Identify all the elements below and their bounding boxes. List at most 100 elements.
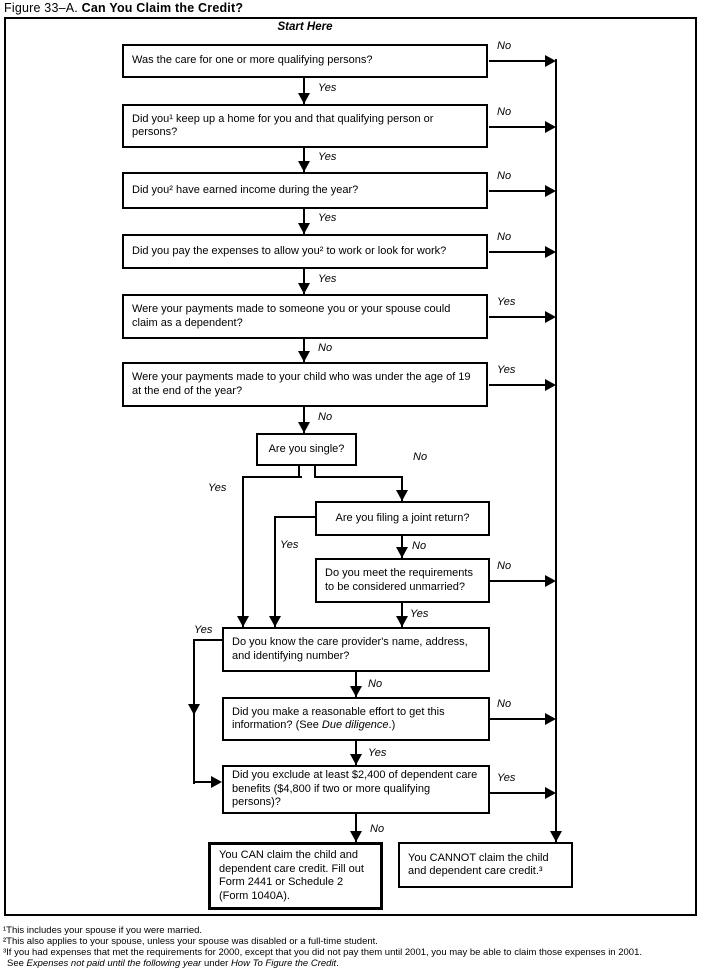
box-reasonable-effort: Did you make a reasonable effort to get … bbox=[222, 697, 490, 741]
connector-q1-q2 bbox=[303, 78, 305, 104]
box-pay-expenses: Did you pay the expenses to allow you² t… bbox=[122, 234, 488, 269]
box-keep-up-home: Did you¹ keep up a home for you and that… bbox=[122, 104, 488, 148]
arrowhead bbox=[545, 246, 556, 258]
arrowhead bbox=[188, 704, 200, 715]
connector-q7-yes-h bbox=[242, 476, 302, 478]
connector-collector-cannot bbox=[555, 59, 557, 842]
arrowhead bbox=[237, 616, 249, 627]
box-text: Are you single? bbox=[268, 442, 345, 455]
box-text: Did you pay the expenses to allow you² t… bbox=[132, 244, 447, 257]
no-label: No bbox=[318, 411, 333, 423]
arrowhead bbox=[298, 223, 310, 234]
arrowhead bbox=[350, 831, 362, 842]
connector-q3-q4 bbox=[303, 209, 305, 234]
arrowhead bbox=[350, 686, 362, 697]
yes-label: Yes bbox=[497, 772, 516, 784]
arrowhead bbox=[545, 379, 556, 391]
footnotes: ¹This includes your spouse if you were m… bbox=[3, 925, 718, 969]
box-payments-child-under-19: Were your payments made to your child wh… bbox=[122, 362, 488, 407]
box-text: Was the care for one or more qualifying … bbox=[132, 54, 373, 67]
connector-q7-no-stub bbox=[314, 466, 316, 478]
box-text: Do you meet the requirements to be consi… bbox=[325, 567, 473, 593]
box-text: Were your payments made to your child wh… bbox=[132, 371, 471, 397]
connector-q8-yes-h bbox=[274, 516, 315, 518]
connector-q7-no-v bbox=[401, 476, 403, 501]
connector-q5-yes bbox=[489, 316, 546, 318]
connector-q4-q5 bbox=[303, 269, 305, 294]
no-label: No bbox=[497, 170, 512, 182]
yes-label: Yes bbox=[208, 482, 227, 494]
arrowhead bbox=[545, 787, 556, 799]
yes-label: Yes bbox=[497, 364, 516, 376]
connector-q12-yes bbox=[490, 792, 546, 794]
connector-q11-q12 bbox=[355, 741, 357, 765]
arrowhead bbox=[545, 311, 556, 323]
box-text: You CANNOT claim the child and dependent… bbox=[408, 851, 549, 878]
no-label: No bbox=[497, 698, 512, 710]
arrowhead bbox=[298, 422, 310, 433]
arrowhead bbox=[545, 121, 556, 133]
connector-q12-can bbox=[355, 814, 357, 842]
box-result-cannot-claim: You CANNOT claim the child and dependent… bbox=[398, 842, 573, 888]
box-text: Were your payments made to someone you o… bbox=[132, 303, 451, 329]
connector-q8-yes-v bbox=[274, 516, 276, 627]
connector-q1-no bbox=[489, 60, 546, 62]
connector-q2-q3 bbox=[303, 148, 305, 172]
figure-heading: Can You Claim the Credit? bbox=[81, 1, 244, 15]
footnote-3: ³If you had expenses that met the requir… bbox=[3, 947, 643, 958]
arrowhead bbox=[298, 161, 310, 172]
connector-q3-no bbox=[489, 190, 546, 192]
no-label: No bbox=[412, 540, 427, 552]
connector-q10-yes-h1 bbox=[193, 639, 222, 641]
yes-label: Yes bbox=[318, 212, 337, 224]
yes-label: Yes bbox=[318, 151, 337, 163]
connector-q7-no-h bbox=[314, 476, 403, 478]
connector-q5-q6 bbox=[303, 339, 305, 362]
arrowhead bbox=[298, 283, 310, 294]
connector-q7-yes-v bbox=[242, 476, 244, 627]
box-considered-unmarried: Do you meet the requirements to be consi… bbox=[315, 558, 490, 603]
yes-label: Yes bbox=[280, 539, 299, 551]
connector-q6-yes bbox=[489, 384, 546, 386]
arrowhead bbox=[545, 185, 556, 197]
box-text: Are you filing a joint return? bbox=[335, 511, 470, 524]
connector-q11-no bbox=[490, 718, 546, 720]
yes-label: Yes bbox=[410, 608, 429, 620]
arrowhead bbox=[545, 575, 556, 587]
yes-label: Yes bbox=[368, 747, 387, 759]
yes-label: Yes bbox=[194, 624, 213, 636]
connector-q10-q11 bbox=[355, 672, 357, 697]
arrowhead bbox=[396, 490, 408, 501]
box-text: Did you exclude at least $2,400 of depen… bbox=[232, 769, 478, 809]
arrowhead bbox=[350, 754, 362, 765]
footnote-3-continued: See Expenses not paid until the followin… bbox=[7, 958, 339, 969]
arrowhead bbox=[396, 547, 408, 558]
no-label: No bbox=[368, 678, 383, 690]
box-qualifying-persons: Was the care for one or more qualifying … bbox=[122, 44, 488, 78]
start-here-label: Start Here bbox=[277, 21, 333, 33]
box-text: You CAN claim the child and dependent ca… bbox=[219, 849, 364, 902]
box-earned-income: Did you² have earned income during the y… bbox=[122, 172, 488, 209]
footnote-1: ¹This includes your spouse if you were m… bbox=[3, 925, 203, 936]
connector-q7-yes-stub bbox=[298, 466, 300, 478]
footnote-2: ²This also applies to your spouse, unles… bbox=[3, 936, 378, 947]
box-text: Did you² have earned income during the y… bbox=[132, 183, 359, 196]
box-text: Do you know the care provider's name, ad… bbox=[232, 636, 468, 662]
no-label: No bbox=[497, 106, 512, 118]
figure-number: Figure 33–A. bbox=[4, 1, 78, 15]
no-label: No bbox=[413, 451, 428, 463]
figure-title: Figure 33–A. Can You Claim the Credit? bbox=[4, 1, 243, 15]
arrowhead bbox=[211, 776, 222, 788]
box-text: Did you¹ keep up a home for you and that… bbox=[132, 112, 434, 139]
arrowhead bbox=[269, 616, 281, 627]
arrowhead bbox=[396, 616, 408, 627]
connector-q6-q7 bbox=[303, 407, 305, 433]
box-care-provider-info: Do you know the care provider's name, ad… bbox=[222, 627, 490, 672]
flowchart-frame bbox=[4, 17, 697, 916]
box-result-can-claim: You CAN claim the child and dependent ca… bbox=[208, 842, 383, 910]
no-label: No bbox=[497, 40, 512, 52]
no-label: No bbox=[497, 560, 512, 572]
arrowhead bbox=[545, 713, 556, 725]
arrowhead bbox=[298, 351, 310, 362]
